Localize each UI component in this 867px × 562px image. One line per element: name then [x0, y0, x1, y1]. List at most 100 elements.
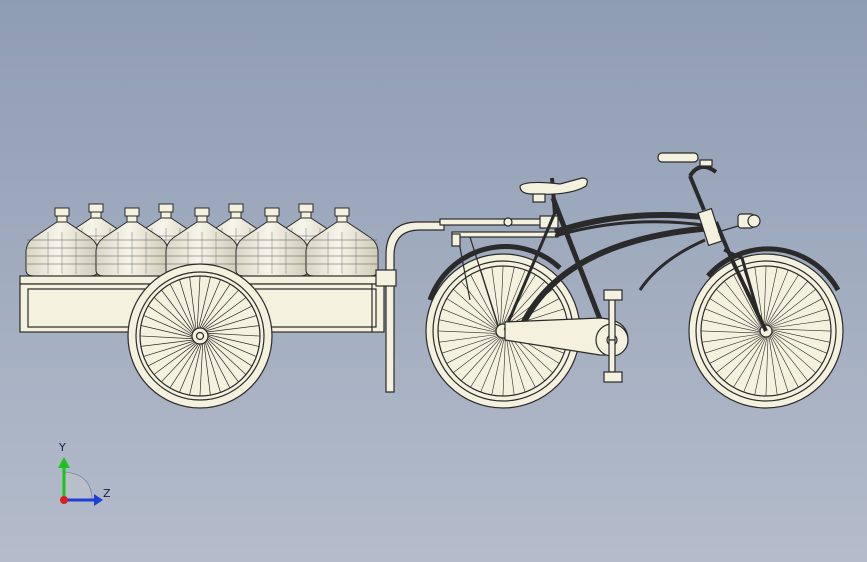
front-wheel-spoke: [763, 265, 767, 326]
rear-wheel-spoke: [441, 335, 498, 354]
trailer-wheel-spoke: [205, 340, 231, 389]
front-wheel-spoke: [766, 274, 799, 326]
water-jug: [25, 207, 99, 277]
frame-seat-stay: [503, 209, 558, 331]
trailer-wheel-spoke: [206, 315, 257, 332]
rear-fender: [427, 244, 562, 301]
front-wheel-spoke: [716, 288, 761, 330]
trailer-wheel-spoke: [169, 343, 199, 389]
front-wheel-spoke: [767, 281, 809, 326]
trailer-tow-bar: [385, 221, 445, 393]
stem: [688, 175, 706, 211]
trailer-wheel-spoke: [169, 283, 195, 332]
front-wheel-spoke: [701, 319, 761, 333]
trailer-wheel: [127, 263, 273, 409]
trailer-wheel-spoke: [207, 338, 247, 375]
tow-attachment-bar: [439, 215, 559, 229]
crank-arm-lower: [608, 339, 616, 373]
frame-down-tube: [517, 225, 713, 332]
crank-arm-upper: [608, 297, 616, 341]
trailer-wheel-spoke: [179, 279, 196, 330]
front-wheel-spoke: [754, 266, 764, 326]
trailer-wheel-spokes: [139, 275, 261, 397]
trailer-wheel-spoke: [143, 340, 194, 357]
trailer-wheel-spoke: [179, 343, 201, 393]
rear-wheel-spoke: [491, 266, 500, 325]
rear-rack: [451, 231, 559, 327]
trailer: [19, 203, 445, 409]
trailer-wheel-spoke: [198, 276, 211, 329]
front-wheel-spoke: [771, 328, 832, 332]
rear-wheel-spoke: [437, 330, 497, 334]
axis-y-arrowhead: [58, 457, 70, 468]
rear-wheel-spoke: [438, 334, 497, 343]
trailer-wheel-spoke: [161, 343, 198, 383]
trailer-wheel-spoke: [207, 332, 261, 337]
front-wheel-spoke: [743, 336, 767, 393]
trailer-wheel-spoke: [143, 315, 193, 337]
rear-wheel-spoke: [507, 336, 526, 393]
front-wheel-spoke: [765, 336, 769, 397]
rear-wheel-spoke: [438, 319, 497, 333]
trailer-wheel-spoke: [139, 335, 193, 340]
trailer-wheel-spoke: [204, 342, 221, 393]
axis-z-label: Z: [103, 487, 111, 500]
rear-wheel-spoke: [470, 274, 498, 327]
pedal-upper: [603, 289, 623, 301]
handlebar-grip: [657, 152, 699, 163]
rear-wheel-spoke: [500, 265, 504, 325]
saddle: [519, 177, 588, 195]
front-fork: [714, 221, 768, 332]
front-wheel-spoke: [764, 266, 778, 326]
front-wheel-spoke: [771, 319, 831, 329]
front-wheel-spoke: [765, 269, 789, 326]
frame-top-tube-inner: [554, 220, 711, 238]
trailer-wheel-spoke: [161, 289, 194, 333]
rear-wheel-spoke: [441, 308, 497, 332]
front-wheel-spoke: [769, 298, 823, 327]
rear-wheel-spoke: [480, 337, 504, 393]
trailer-wheel-spoke: [206, 339, 239, 383]
rear-wheel-spoke: [506, 337, 515, 396]
axis-plane-indicator: [63, 471, 93, 501]
rear-wheel-spoke: [491, 337, 505, 396]
axis-triad: [58, 457, 103, 506]
front-wheel-spoke: [771, 329, 831, 343]
water-jug: [95, 207, 169, 277]
front-wheel-spoke: [771, 330, 828, 354]
trailer-wheel-spoke: [201, 283, 231, 329]
front-wheel-spoke: [769, 335, 789, 393]
front-wheel-spoke: [723, 336, 765, 381]
front-wheel-spoke: [733, 336, 766, 388]
rear-wheel-spoke: [508, 335, 536, 388]
trailer-wheel-spoke: [153, 342, 197, 375]
trailer-wheel-spoke: [203, 342, 211, 396]
front-fork-spring: [723, 248, 762, 321]
front-wheel-spoke: [771, 331, 823, 364]
trailer-wheel-spoke: [203, 297, 247, 330]
front-wheel-spoke: [715, 335, 764, 373]
front-wheel-spoke: [704, 334, 762, 354]
trailer-wheel-spoke: [189, 343, 202, 396]
rear-wheel-spoke: [470, 337, 503, 388]
water-jug: [305, 207, 379, 277]
rear-wheel-spoke: [508, 334, 545, 382]
front-wheel-spoke: [701, 333, 761, 343]
frame-cantilever-bar: [638, 238, 706, 291]
front-wheel-spoke: [709, 298, 761, 331]
trailer-wheel-spoke: [147, 305, 193, 335]
pedal-lower: [603, 371, 623, 383]
front-wheel-spoke: [724, 280, 762, 329]
rear-wheel-spoke: [453, 288, 497, 329]
front-wheel-spoke: [709, 335, 763, 364]
rear-wheel-spoke: [460, 337, 501, 381]
trailer-wheel-spoke: [207, 334, 260, 347]
axis-z-arrowhead: [94, 494, 103, 506]
frame-seat-tube: [550, 197, 611, 341]
trailer-wheel-spoke: [140, 339, 194, 347]
trailer-wheel-spoke: [206, 325, 260, 333]
trailer-wheel-spoke: [207, 337, 253, 367]
rear-wheel-spoke: [452, 336, 500, 373]
